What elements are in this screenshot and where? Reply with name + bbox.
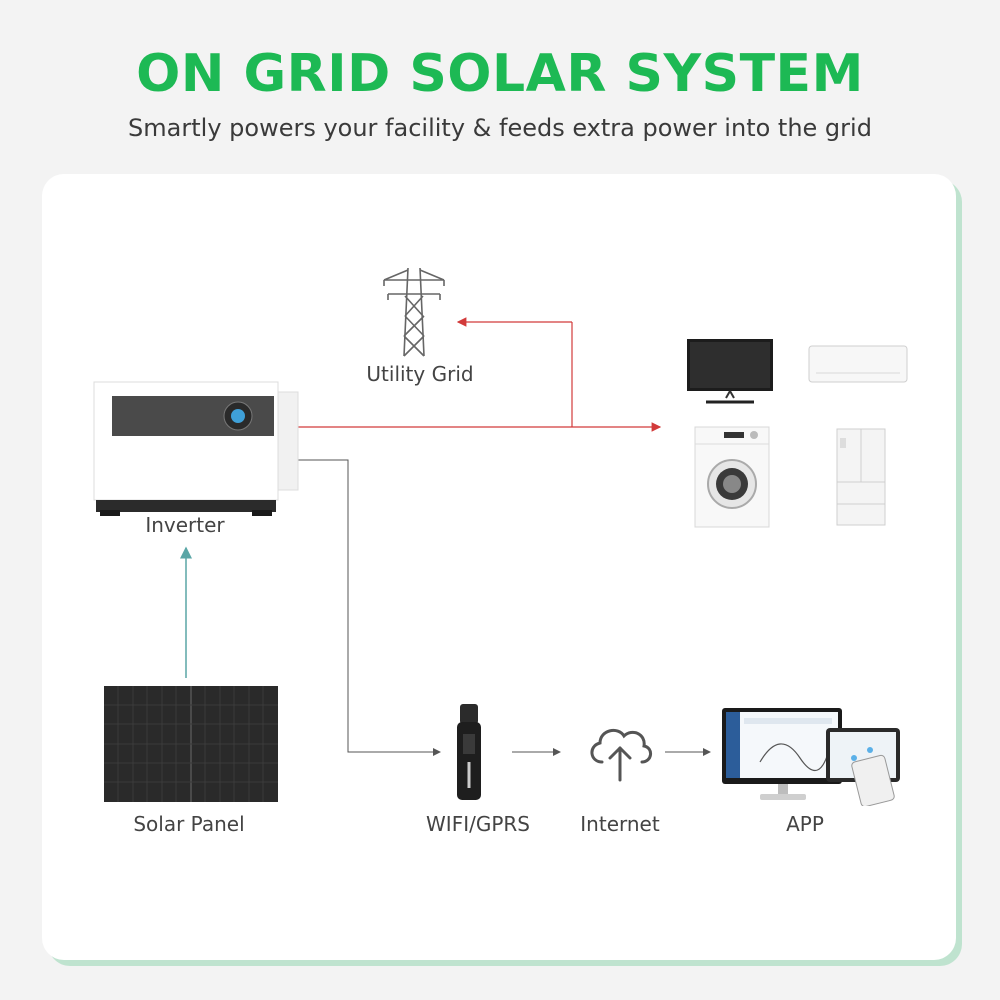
wifi-dongle-icon <box>457 704 481 800</box>
wifi-gprs-label: WIFI/GPRS <box>426 812 530 836</box>
inverter-icon <box>93 381 299 516</box>
inverter-to-wifi-line <box>292 459 441 756</box>
page-subtitle: Smartly powers your facility & feeds ext… <box>128 114 872 142</box>
transmission-tower-icon <box>383 267 445 357</box>
diagram-card <box>42 174 956 960</box>
refrigerator-icon <box>836 428 886 526</box>
cloud-upload-icon <box>590 728 652 782</box>
air-conditioner-icon <box>808 345 908 383</box>
inverter-label: Inverter <box>145 513 225 537</box>
washing-machine-icon <box>694 426 770 528</box>
tv-icon <box>687 339 773 404</box>
monitor-app-icon <box>722 708 900 806</box>
solar-panel-icon <box>104 686 278 802</box>
utility-grid-label: Utility Grid <box>366 362 474 386</box>
page-title: ON GRID SOLAR SYSTEM <box>136 44 864 104</box>
app-label: APP <box>786 812 824 836</box>
solar-panel-label: Solar Panel <box>133 812 245 836</box>
internet-label: Internet <box>580 812 660 836</box>
